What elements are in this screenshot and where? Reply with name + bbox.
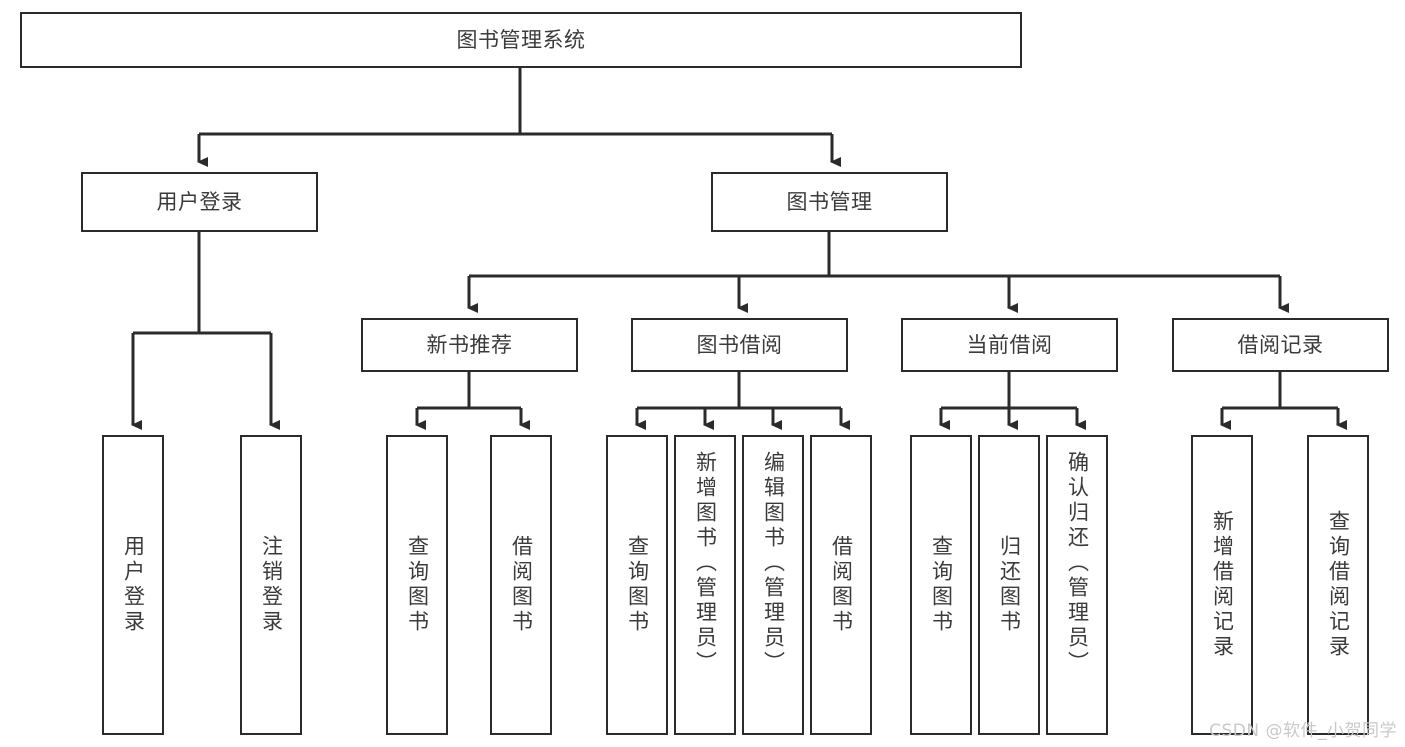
node-leaf-edit-book[interactable]: 编辑图书（管理员） <box>742 435 804 735</box>
node-leaf-add-record[interactable]: 新增借阅记录 <box>1191 435 1253 735</box>
node-leaf-return-book[interactable]: 归还图书 <box>978 435 1040 735</box>
node-label: 当前借阅 <box>966 332 1053 357</box>
node-label: 用户登录 <box>121 535 146 635</box>
node-label: 编辑图书（管理员） <box>761 451 786 676</box>
node-book-borrow[interactable]: 图书借阅 <box>631 318 848 372</box>
node-leaf-borrow-book-1[interactable]: 借阅图书 <box>490 435 552 735</box>
node-label: 新增借阅记录 <box>1210 510 1235 660</box>
node-leaf-query-book-2[interactable]: 查询图书 <box>606 435 668 735</box>
node-borrow-record[interactable]: 借阅记录 <box>1172 318 1389 372</box>
node-leaf-query-book-1[interactable]: 查询图书 <box>386 435 448 735</box>
node-current-borrow[interactable]: 当前借阅 <box>901 318 1118 372</box>
node-label: 查询借阅记录 <box>1326 510 1351 660</box>
node-label: 用户登录 <box>156 189 243 214</box>
node-leaf-confirm-return[interactable]: 确认归还（管理员） <box>1046 435 1108 735</box>
node-leaf-add-book[interactable]: 新增图书（管理员） <box>674 435 736 735</box>
node-leaf-user-logout[interactable]: 注销登录 <box>240 435 302 735</box>
node-label: 借阅记录 <box>1237 332 1324 357</box>
node-label: 新增图书（管理员） <box>693 451 718 676</box>
node-label: 确认归还（管理员） <box>1065 451 1090 676</box>
node-label: 图书管理 <box>786 189 873 214</box>
node-leaf-query-record[interactable]: 查询借阅记录 <box>1307 435 1369 735</box>
node-label: 新书推荐 <box>426 332 513 357</box>
node-leaf-borrow-book-2[interactable]: 借阅图书 <box>810 435 872 735</box>
node-label: 借阅图书 <box>509 535 534 635</box>
watermark-text: CSDN @软件_小贺同学 <box>1209 721 1397 741</box>
node-label: 归还图书 <box>997 535 1022 635</box>
node-new-book-recommend[interactable]: 新书推荐 <box>361 318 578 372</box>
node-label: 注销登录 <box>259 535 284 635</box>
node-leaf-user-login[interactable]: 用户登录 <box>102 435 164 735</box>
node-leaf-query-book-3[interactable]: 查询图书 <box>910 435 972 735</box>
node-book-management[interactable]: 图书管理 <box>711 172 948 232</box>
node-label: 查询图书 <box>929 535 954 635</box>
node-label: 查询图书 <box>625 535 650 635</box>
node-root-system[interactable]: 图书管理系统 <box>20 12 1022 68</box>
node-label: 借阅图书 <box>829 535 854 635</box>
node-label: 图书管理系统 <box>456 27 586 52</box>
node-user-login[interactable]: 用户登录 <box>81 172 318 232</box>
node-label: 图书借阅 <box>696 332 783 357</box>
node-label: 查询图书 <box>405 535 430 635</box>
